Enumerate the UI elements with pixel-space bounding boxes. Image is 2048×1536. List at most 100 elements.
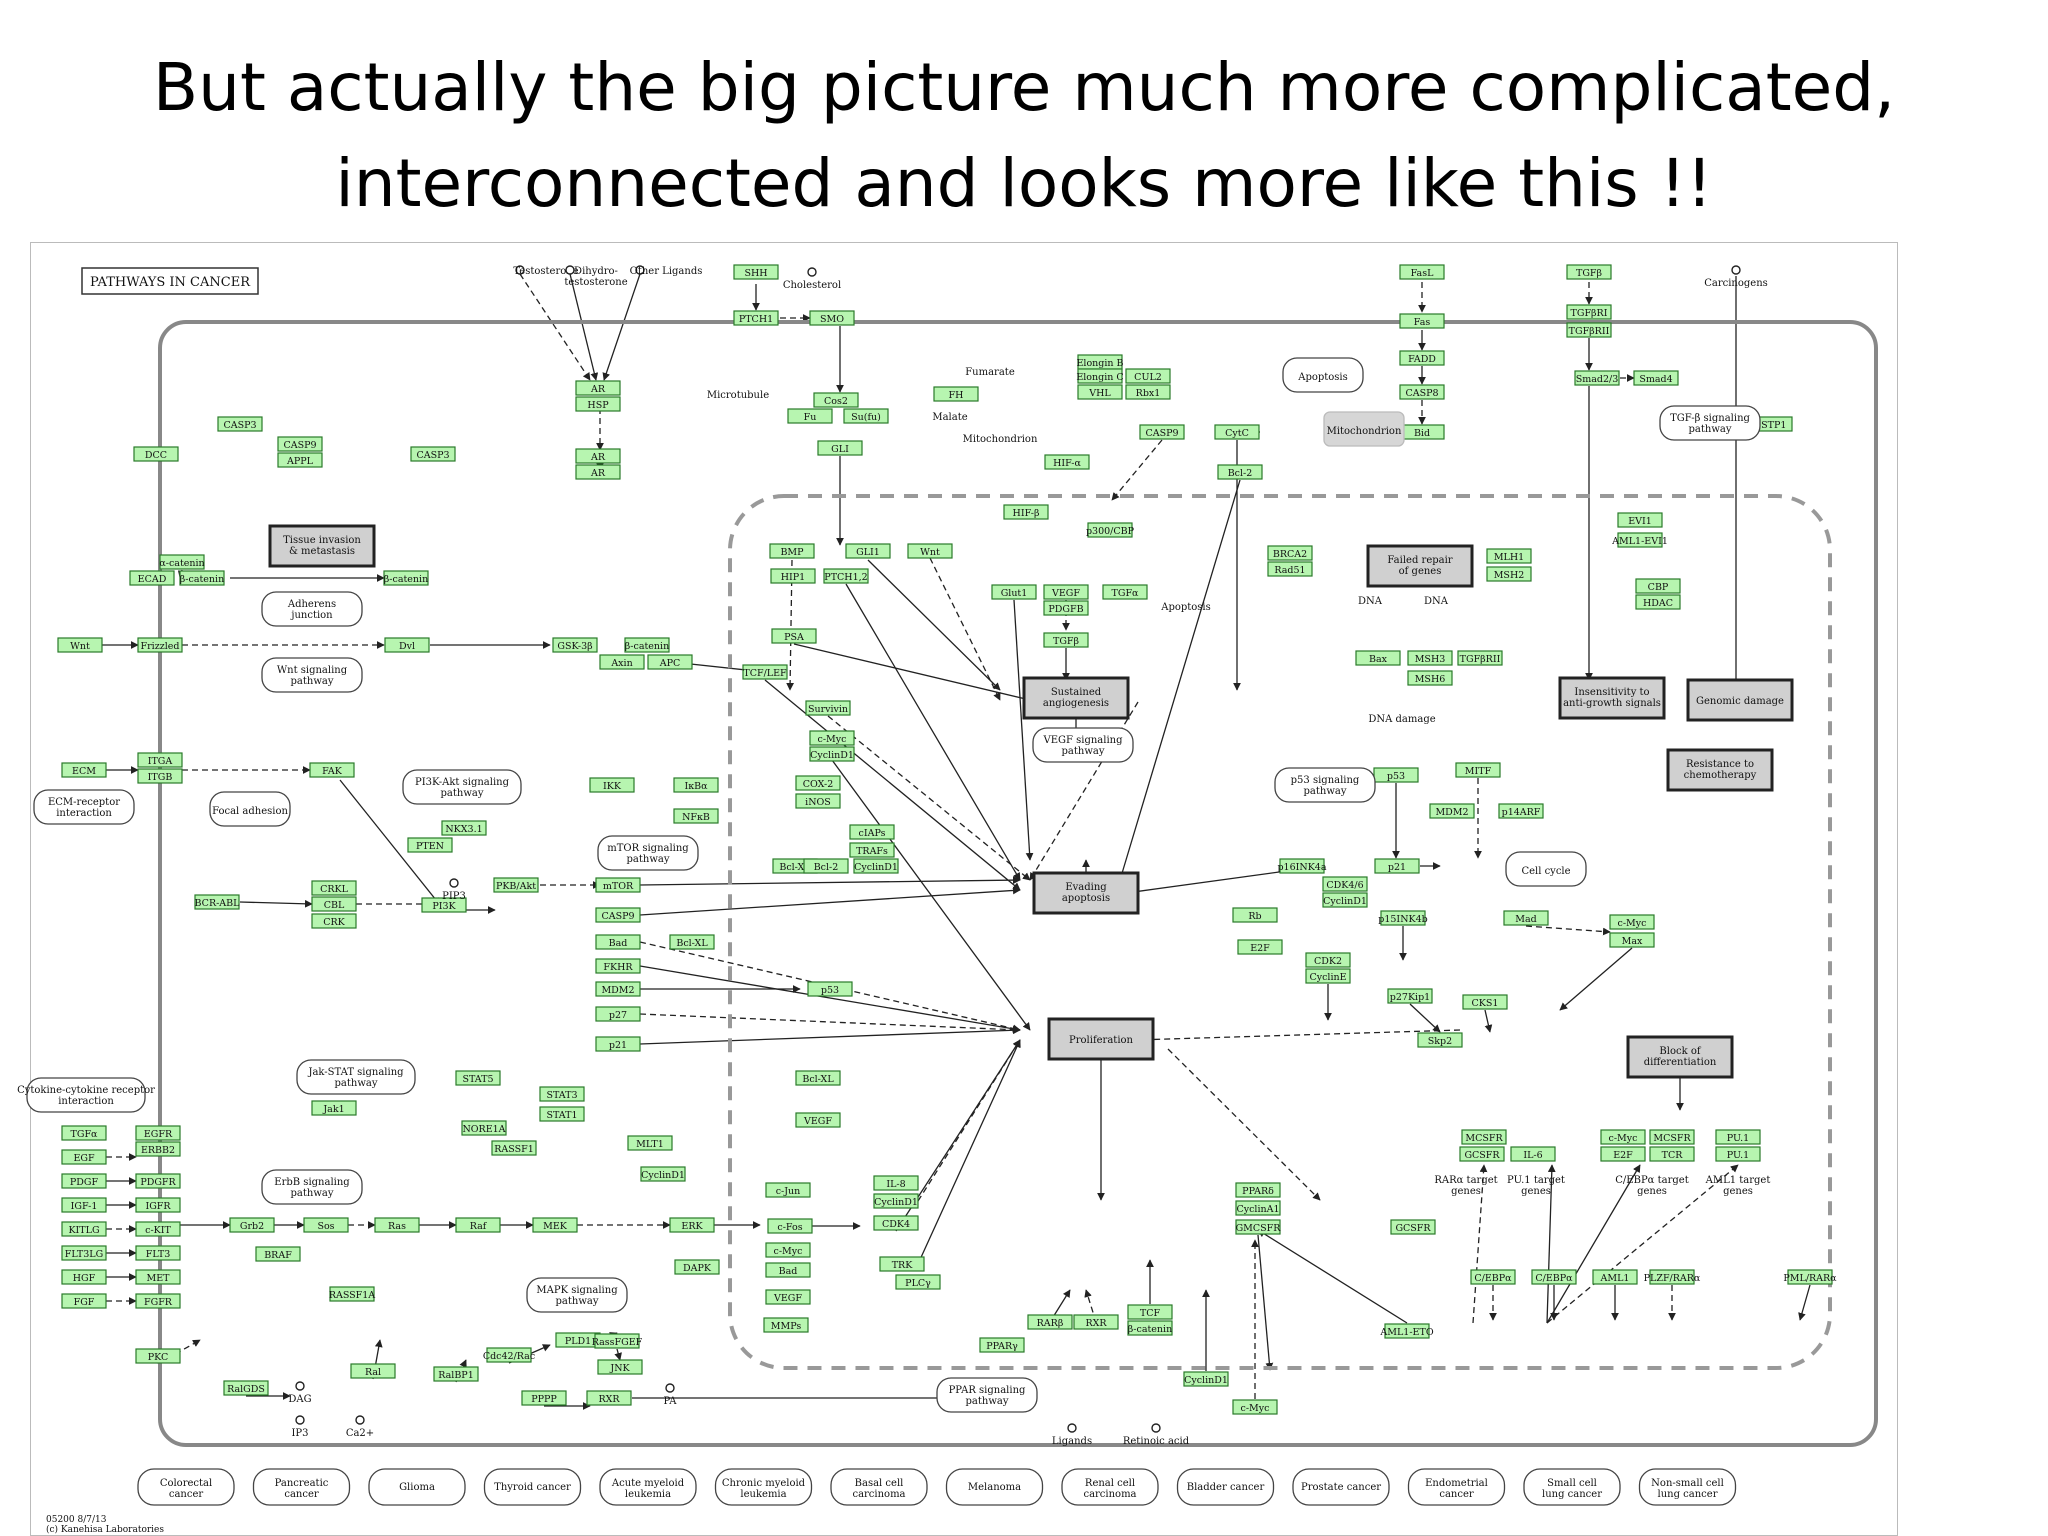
gene-aml1-evi1-74[interactable]: AML1-EVI1 (1611, 532, 1668, 548)
gene-tcr-200[interactable]: TCR (1649, 1146, 1695, 1162)
gene-fas-26[interactable]: Fas (1399, 313, 1445, 329)
gene-c-myc-164[interactable]: c-Myc (765, 1242, 811, 1258)
gene-wnt-53[interactable]: Wnt (907, 543, 953, 559)
gene-p21-103[interactable]: p21 (595, 1036, 641, 1052)
gene-ar-9[interactable]: AR (575, 448, 621, 464)
gene-cbl-125[interactable]: CBL (311, 896, 357, 912)
gene-cyclind1-90[interactable]: CyclinD1 (853, 858, 899, 874)
gene-ppar-183[interactable]: PPARγ (979, 1337, 1025, 1353)
pathway-ref-apoptosis[interactable]: Apoptosis (1282, 357, 1364, 393)
gene-cyclind1-111[interactable]: CyclinD1 (1322, 892, 1368, 908)
gene-hif-23[interactable]: HIF-β (1003, 504, 1049, 520)
gene-vegf-61[interactable]: VEGF (1043, 584, 1089, 600)
gene-erbb2-146[interactable]: ERBB2 (135, 1141, 181, 1157)
gene-rad51-66[interactable]: Rad51 (1267, 561, 1313, 577)
gene-bcl-2-89[interactable]: Bcl-2 (803, 858, 849, 874)
gene-cdk4-6-110[interactable]: CDK4/6 (1322, 876, 1368, 892)
gene-cyclind1-188[interactable]: CyclinD1 (1183, 1371, 1229, 1387)
gene-glut1-60[interactable]: Glut1 (991, 584, 1037, 600)
gene-cyclind1-59[interactable]: CyclinD1 (809, 746, 855, 762)
gene-cycline-119[interactable]: CyclinE (1305, 968, 1351, 984)
gene-skp2-122[interactable]: Skp2 (1417, 1032, 1463, 1048)
gene-ralbp1-176[interactable]: RalBP1 (433, 1366, 479, 1382)
gene-c-myc-114[interactable]: c-Myc (1609, 914, 1655, 930)
gene-p14arf-107[interactable]: p14ARF (1498, 803, 1544, 819)
gene-mcsfr-199[interactable]: MCSFR (1649, 1129, 1695, 1145)
gene-e2f-117[interactable]: E2F (1237, 939, 1283, 955)
gene-catenin-42[interactable]: β-catenin (383, 570, 429, 586)
gene-pdgfr-147[interactable]: PDGFR (135, 1173, 181, 1189)
gene-smo-2[interactable]: SMO (809, 310, 855, 326)
gene-erk-158[interactable]: ERK (669, 1217, 715, 1233)
gene-jak1-132[interactable]: Jak1 (311, 1100, 357, 1116)
gene-mlt1-135[interactable]: MLT1 (627, 1135, 673, 1151)
gene-pkc-173[interactable]: PKC (135, 1348, 181, 1364)
gene-fadd-27[interactable]: FADD (1399, 350, 1445, 366)
gene-frizzled-44[interactable]: Frizzled (137, 637, 183, 653)
gene-max-115[interactable]: Max (1609, 932, 1655, 948)
gene-bcr-abl-123[interactable]: BCR-ABL (194, 894, 241, 910)
gene-c-ebp-203[interactable]: C/EBPα (1470, 1269, 1516, 1285)
gene-gcsfr-195[interactable]: GCSFR (1459, 1146, 1505, 1162)
gene-cul2-21[interactable]: CUL2 (1125, 368, 1171, 384)
gene-trk-171[interactable]: TRK (879, 1256, 925, 1272)
gene-flt3lg-142[interactable]: FLT3LG (61, 1245, 107, 1261)
gene-pdgfb-63[interactable]: PDGFB (1043, 600, 1089, 616)
gene-dvl-45[interactable]: Dvl (384, 637, 430, 653)
gene-pppp-181[interactable]: PPPP (521, 1390, 567, 1406)
gene-p53-101[interactable]: p53 (807, 981, 853, 997)
gene-ralgds-174[interactable]: RalGDS (223, 1380, 269, 1396)
gene-rxr-185[interactable]: RXR (1073, 1314, 1119, 1330)
gene-ar-10[interactable]: AR (575, 464, 621, 480)
gene-pml-rar-207[interactable]: PML/RARα (1783, 1269, 1837, 1285)
gene-mlh1-67[interactable]: MLH1 (1486, 548, 1532, 564)
gene-p21-109[interactable]: p21 (1374, 858, 1420, 874)
gene-mcsfr-194[interactable]: MCSFR (1461, 1129, 1507, 1145)
gene-dapk-159[interactable]: DAPK (674, 1259, 720, 1275)
gene-sos-154[interactable]: Sos (303, 1217, 349, 1233)
gene-bmp-51[interactable]: BMP (769, 543, 815, 559)
gene-raf-156[interactable]: Raf (455, 1217, 501, 1233)
gene-pkb-akt-94[interactable]: PKB/Akt (493, 877, 539, 893)
gene-tcf-lef-50[interactable]: TCF/LEF (742, 664, 788, 680)
gene-rbx1-22[interactable]: Rbx1 (1125, 384, 1171, 400)
gene-vegf-131[interactable]: VEGF (795, 1112, 841, 1128)
gene-tgf-62[interactable]: TGFα (1102, 584, 1148, 600)
gene-igfr-148[interactable]: IGFR (135, 1197, 181, 1213)
cancer-glioma[interactable]: Glioma (368, 1468, 466, 1506)
gene-cyclina1-191[interactable]: CyclinA1 (1235, 1200, 1281, 1216)
gene-evi1-73[interactable]: EVI1 (1617, 512, 1663, 528)
cancer-melanoma[interactable]: Melanoma (945, 1468, 1044, 1506)
cancer-prostate-cancer[interactable]: Prostate cancer (1292, 1468, 1390, 1506)
gene-crkl-124[interactable]: CRKL (311, 880, 357, 896)
gene-p27kip1-120[interactable]: p27Kip1 (1387, 988, 1433, 1004)
gene-ras-155[interactable]: Ras (374, 1217, 420, 1233)
gene-bcl-xl-98[interactable]: Bcl-XL (669, 934, 715, 950)
gene-mitf-105[interactable]: MITF (1455, 762, 1501, 778)
gene-gli1-52[interactable]: GLI1 (845, 543, 891, 559)
gene-catenin-187[interactable]: β-catenin (1127, 1320, 1173, 1336)
gene-c-myc-58[interactable]: c-Myc (809, 730, 855, 746)
gene-nore1a-133[interactable]: NORE1A (461, 1120, 507, 1136)
gene-p53-104[interactable]: p53 (1373, 767, 1419, 783)
gene-cyclind1-136[interactable]: CyclinD1 (640, 1166, 686, 1182)
gene-i-b-82[interactable]: IκBα (673, 777, 719, 793)
gene-catenin-41[interactable]: β-catenin (179, 570, 225, 586)
gene-kitlg-141[interactable]: KITLG (61, 1221, 107, 1237)
gene-fu-4[interactable]: Fu (787, 408, 833, 424)
gene-fasl-25[interactable]: FasL (1399, 264, 1445, 280)
gene-p16ink4a-108[interactable]: p16INK4a (1277, 858, 1327, 874)
gene-su-fu-5[interactable]: Su(fu) (843, 408, 889, 424)
gene-ikk-81[interactable]: IKK (589, 777, 635, 793)
gene-psa-56[interactable]: PSA (771, 628, 817, 644)
gene-pdgf-139[interactable]: PDGF (61, 1173, 107, 1189)
gene-cos2-3[interactable]: Cos2 (813, 392, 859, 408)
